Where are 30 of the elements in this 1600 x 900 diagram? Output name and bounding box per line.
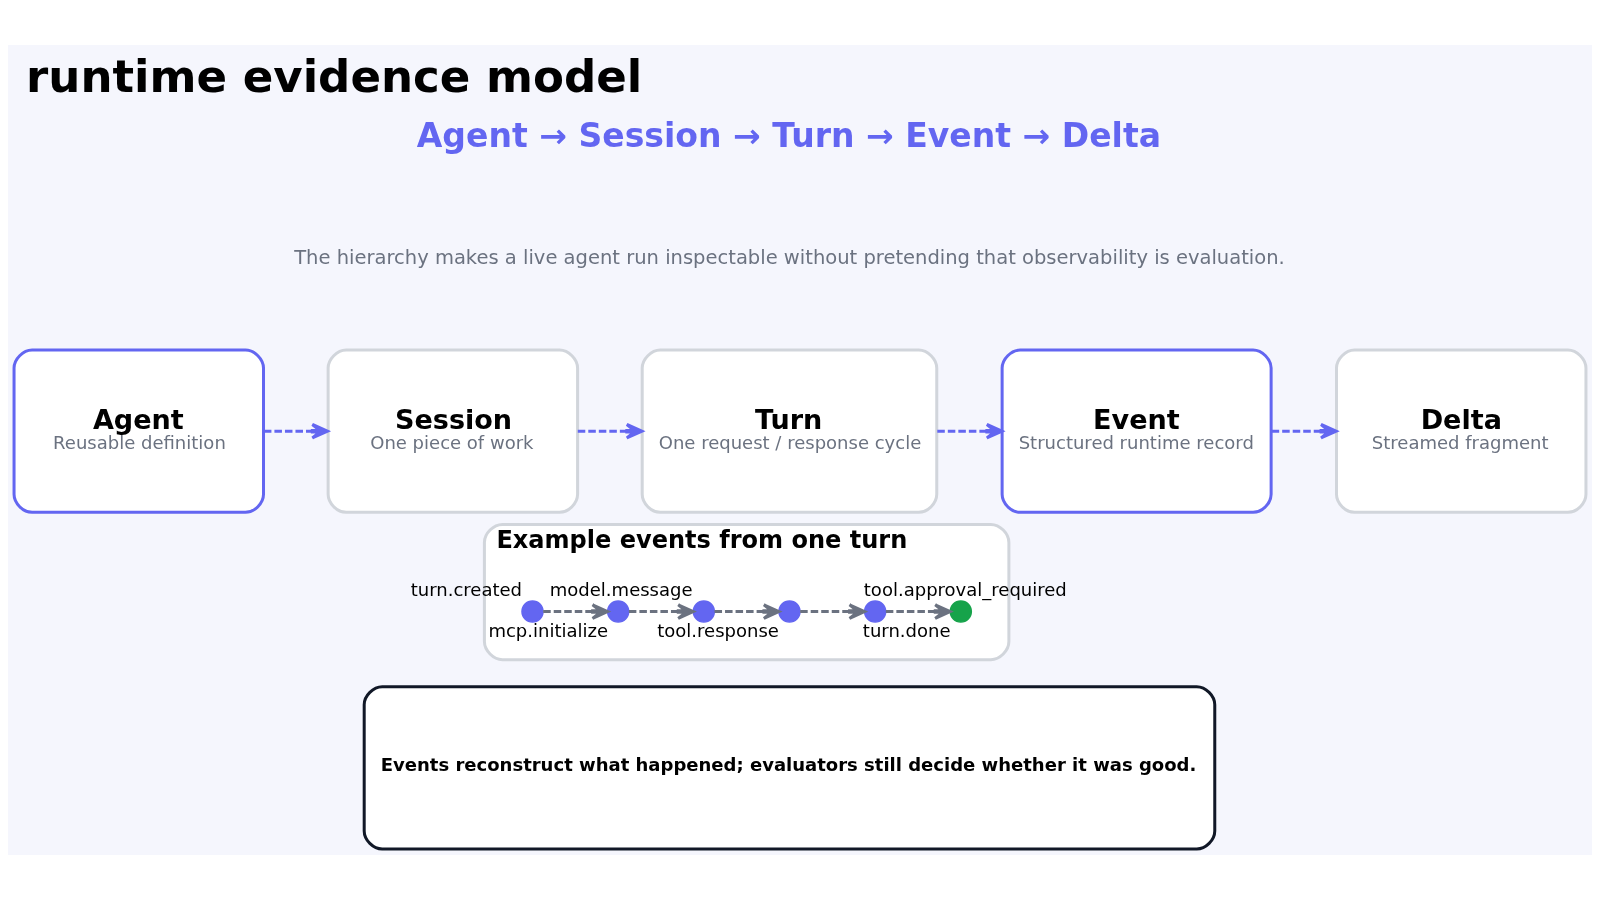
arrow bbox=[937, 422, 1004, 440]
arrow bbox=[714, 603, 781, 620]
diagram-title: runtime evidence model bbox=[26, 49, 643, 103]
node-box: Event Structured runtime record bbox=[1000, 348, 1273, 514]
arrow bbox=[800, 603, 867, 620]
node-label: model.message bbox=[549, 578, 693, 600]
node-box: Delta Streamed fragment bbox=[1335, 348, 1588, 514]
node-box: Agent Reusable definition bbox=[12, 348, 265, 514]
arrow bbox=[263, 422, 329, 440]
node-box: Events reconstruct what happened; evaluators still decide whether it was good. bbox=[362, 685, 1217, 851]
node-label: tool.response bbox=[657, 619, 779, 641]
node-label: turn.created bbox=[410, 578, 523, 600]
arrow bbox=[628, 603, 695, 620]
node-circle bbox=[606, 600, 630, 623]
node-box: Turn One request / response cycle bbox=[640, 348, 939, 514]
arrow bbox=[577, 422, 644, 440]
node-circle bbox=[692, 600, 716, 623]
arrow bbox=[543, 603, 610, 620]
label: The hierarchy makes a live agent run inspectable without pretending that observability is evaluation. bbox=[294, 245, 1285, 269]
node-label: turn.done bbox=[862, 619, 951, 641]
node-label: tool.approval_required bbox=[863, 578, 1067, 600]
node-circle bbox=[521, 600, 544, 623]
node-box: Session One piece of work bbox=[326, 348, 580, 514]
node-circle bbox=[778, 600, 801, 623]
arrow bbox=[1271, 422, 1338, 440]
node-label: mcp.initialize bbox=[488, 619, 609, 641]
arrow bbox=[885, 603, 952, 620]
node-circle bbox=[949, 600, 973, 623]
node-circle bbox=[863, 600, 887, 623]
label: Agent → Session → Turn → Event → Delta bbox=[416, 115, 1162, 155]
